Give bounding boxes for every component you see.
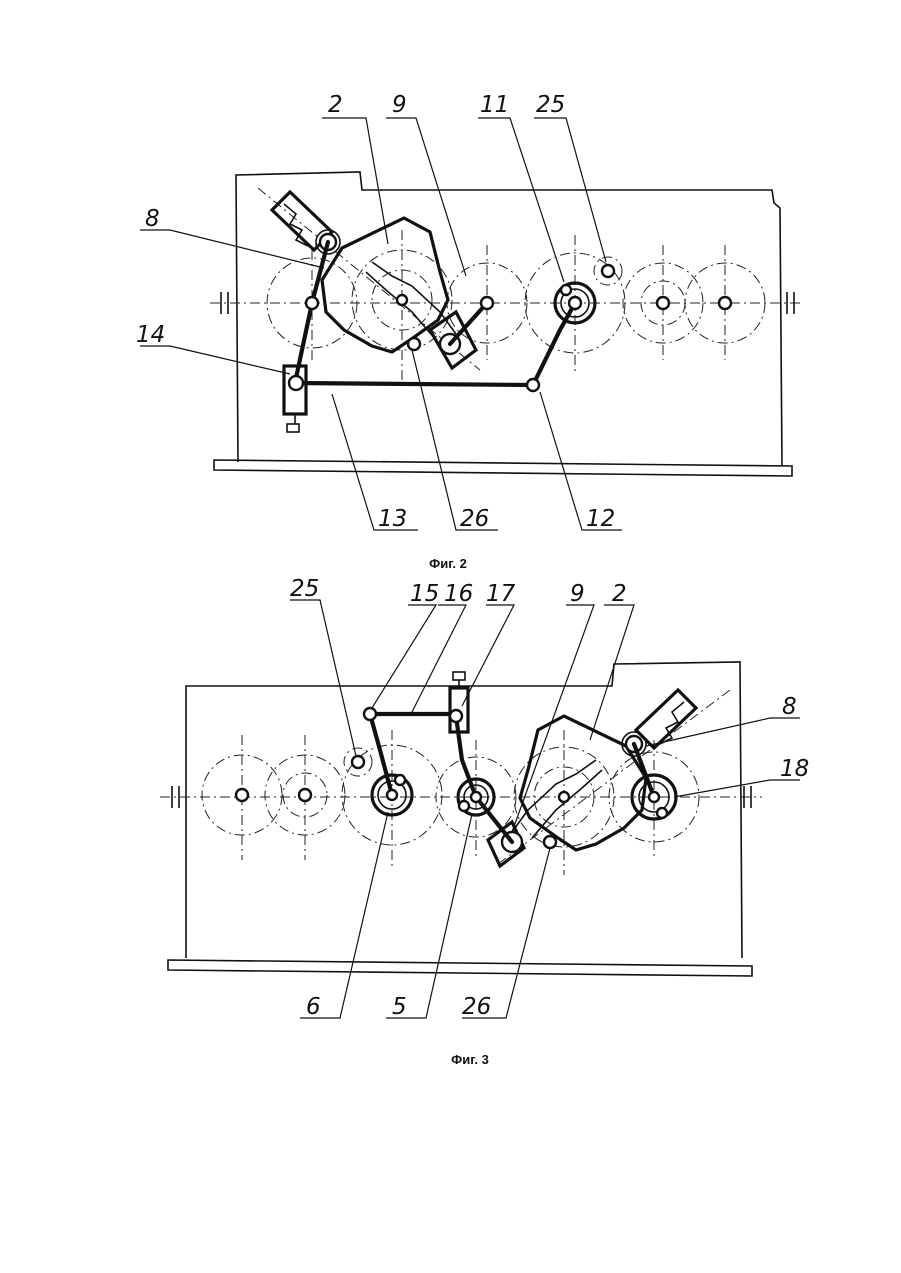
fig2-leaders: [140, 118, 622, 530]
fig2-spring-unit: [272, 192, 340, 254]
fig2-label: 25: [536, 92, 565, 118]
fig2-cam-slot: [366, 262, 456, 340]
fig3-label: 25: [290, 576, 319, 602]
fig3-label: 26: [462, 994, 491, 1020]
fig3-base-plate: [168, 960, 752, 976]
fig2-label: 2: [328, 92, 343, 118]
fig2-label: 14: [136, 322, 165, 348]
fig3-callout-labels: 25 15 16 17 9 2 8 18 6 5 26: [290, 576, 809, 1020]
fig2-caption: Фиг. 2: [429, 556, 467, 571]
fig2-link-13: [296, 383, 533, 385]
fig2-label: 12: [586, 506, 615, 532]
figure-3: 25 15 16 17 9 2 8 18 6 5 26 Фиг. 3: [160, 576, 809, 1067]
fig2-label: 9: [392, 92, 407, 118]
fig3-label: 2: [612, 581, 627, 607]
fig3-caption: Фиг. 3: [451, 1052, 489, 1067]
fig3-label: 9: [570, 581, 585, 607]
fig3-label: 6: [306, 994, 321, 1020]
fig2-label: 26: [460, 506, 489, 532]
fig3-label: 8: [782, 694, 797, 720]
fig2-pins: [289, 265, 731, 391]
fig2-label: 13: [378, 506, 407, 532]
figure-2: 2 9 11 25 8 14 13 26 12 Фиг. 2: [136, 92, 800, 571]
fig2-base-plate: [214, 460, 792, 476]
fig2-housing: [236, 172, 782, 466]
fig2-label: 8: [145, 206, 160, 232]
fig3-label: 16: [444, 581, 473, 607]
fig3-lever-15: [370, 714, 392, 795]
fig3-label: 15: [410, 581, 439, 607]
fig3-label: 5: [392, 994, 407, 1020]
fig3-label: 17: [486, 581, 516, 607]
fig2-gear-train: [258, 188, 765, 380]
fig2-label: 11: [480, 92, 509, 118]
fig2-callout-labels: 2 9 11 25 8 14 13 26 12: [136, 92, 615, 532]
fig3-label: 18: [780, 756, 809, 782]
